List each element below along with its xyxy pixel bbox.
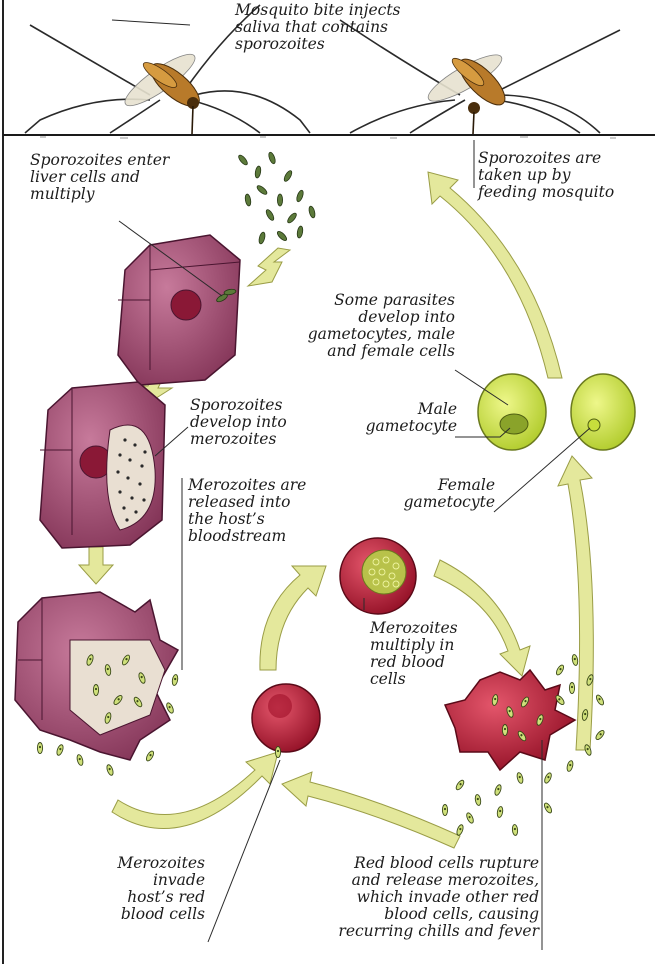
arrow-back-to-red-cell xyxy=(282,772,460,848)
skin-texture xyxy=(40,137,616,138)
label-mosquito-bite: Mosquito bite injects saliva that contai… xyxy=(235,2,401,53)
label-red-cells-rupture: Red blood cells rupture and release mero… xyxy=(290,855,539,940)
arrow-up-to-multiply xyxy=(260,566,326,670)
arrow-to-gametocytes xyxy=(558,456,593,750)
label-merozoites-multiply: Merozoites multiply in red blood cells xyxy=(370,620,458,688)
liver-cell-2 xyxy=(40,382,165,548)
arrow-down-2 xyxy=(79,547,113,584)
label-gametocytes-develop: Some parasites develop into gametocytes,… xyxy=(280,292,455,360)
sporozoites-cluster xyxy=(237,151,316,261)
label-sporozoites-develop: Sporozoites develop into merozoites xyxy=(190,397,287,448)
liver-cell-3-bursting xyxy=(15,592,179,776)
label-sporozoites-taken-up: Sporozoites are taken up by feeding mosq… xyxy=(478,150,614,201)
female-gametocyte-cell xyxy=(571,374,635,450)
arrow-to-red-cell xyxy=(112,752,278,829)
male-gametocyte-cell xyxy=(478,374,546,450)
label-male-gametocyte: Male gametocyte xyxy=(345,401,457,435)
red-cell-invaded xyxy=(252,684,320,758)
liver-cell-1 xyxy=(118,235,240,385)
label-merozoites-invade: Merozoites invade host’s red blood cells xyxy=(90,855,205,923)
red-cell-multiplying xyxy=(340,538,416,614)
arrow-to-liver xyxy=(248,248,290,286)
label-female-gametocyte: Female gametocyte xyxy=(380,477,495,511)
label-sporozoites-enter: Sporozoites enter liver cells and multip… xyxy=(30,152,169,203)
label-merozoites-released: Merozoites are released into the host’s … xyxy=(188,477,306,545)
